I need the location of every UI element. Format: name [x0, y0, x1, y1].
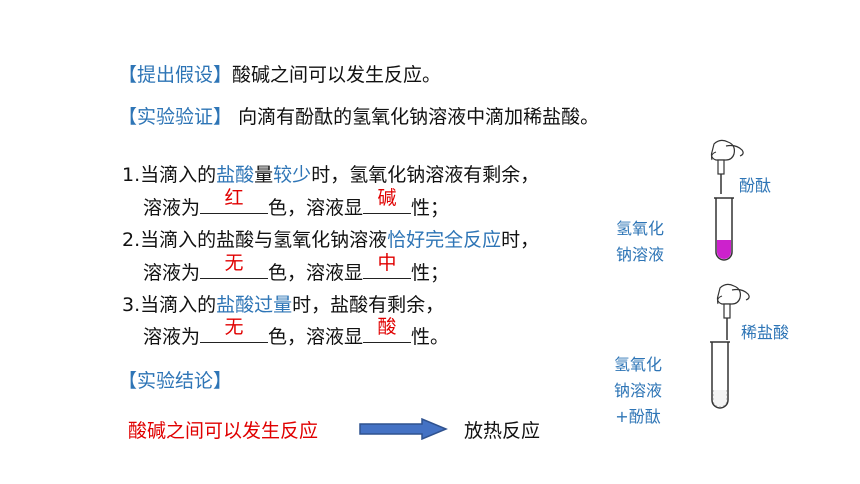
case1-solution-label: 溶液为 [143, 197, 201, 219]
case2-post: 性； [411, 262, 450, 284]
case1-line1: 1.当滴入的盐酸量较少时，氢氧化钠溶液有剩余， [122, 160, 539, 187]
case1-mid2: 色，溶液显 [268, 197, 364, 219]
case1-nature-blank: 碱 [363, 187, 412, 214]
case2-highlight: 恰好完全反应 [387, 229, 502, 251]
case3-color-blank: 无 [200, 316, 269, 343]
case2-solution-label: 溶液为 [143, 262, 201, 284]
hypothesis-text: 酸碱之间可以发生反应。 [232, 64, 442, 86]
verify-text: 向滴有酚酞的氢氧化钠溶液中滴加稀盐酸。 [238, 106, 600, 128]
case1-highlight-acid: 盐酸 [216, 164, 255, 186]
test-tube-bottom-icon [710, 341, 730, 409]
bottom-tube-label-line1: 氢氧化 [614, 355, 663, 374]
case1-line2: 溶液为 红 色，溶液显碱性； [143, 187, 450, 220]
case2-tail: 时， [501, 229, 540, 251]
case2-color-blank: 无 [200, 252, 269, 279]
case3-color-answer: 无 [224, 316, 244, 338]
case3-post: 性。 [411, 326, 450, 348]
case2-line1: 2.当滴入的盐酸与氢氧化钠溶液恰好完全反应时， [122, 225, 539, 252]
top-tube-label-line2: 钠溶液 [616, 245, 665, 264]
case3-nature-answer: 酸 [377, 316, 397, 338]
case2-nature-answer: 中 [377, 252, 397, 274]
case3-highlight: 盐酸过量 [216, 294, 293, 316]
bottom-tube-label-line2: 钠溶液 [614, 381, 663, 400]
conclusion-left: 酸碱之间可以发生反应 [128, 420, 319, 442]
bottom-tube-label: 氢氧化 钠溶液 +酚酞 [614, 352, 662, 430]
hypothesis-tag: 【提出假设】 [118, 64, 233, 86]
conclusion-right: 放热反应 [464, 420, 541, 442]
case1-prefix: 1.当滴入的 [122, 164, 217, 186]
case3-line2: 溶液为 无 色，溶液显酸性。 [143, 316, 450, 349]
verify-tag: 【实验验证】 [118, 106, 233, 128]
bottom-tube-label-line3: +酚酞 [615, 407, 661, 426]
case1-post: 性； [411, 197, 450, 219]
case3-solution-label: 溶液为 [143, 326, 201, 348]
case1-mid: 量 [254, 164, 274, 186]
case3-line1: 3.当滴入的盐酸过量时，盐酸有剩余， [122, 290, 444, 317]
case2-prefix: 2.当滴入的盐酸与氢氧化钠溶液 [122, 229, 388, 251]
case1-color-blank: 红 [200, 187, 269, 214]
top-tube-label-line1: 氢氧化 [616, 219, 665, 238]
arrow-right-icon [359, 418, 448, 440]
verify-line: 【实验验证】 向滴有酚酞的氢氧化钠溶液中滴加稀盐酸。 [118, 102, 599, 129]
case1-nature-answer: 碱 [377, 187, 397, 209]
dropper-hand-icon [710, 139, 744, 194]
case3-tail: 时，盐酸有剩余， [292, 294, 445, 316]
case1-tail: 时，氢氧化钠溶液有剩余， [311, 164, 540, 186]
case2-line2: 溶液为 无 色，溶液显中性； [143, 252, 450, 285]
case2-nature-blank: 中 [363, 252, 412, 279]
case2-mid2: 色，溶液显 [268, 262, 364, 284]
dilute-hcl-label: 稀盐酸 [741, 323, 790, 342]
top-tube-label: 氢氧化 钠溶液 [616, 216, 664, 268]
case1-highlight-less: 较少 [273, 164, 312, 186]
case3-prefix: 3.当滴入的 [122, 294, 217, 316]
case3-mid2: 色，溶液显 [268, 326, 364, 348]
conclusion-tag: 【实验结论】 [118, 370, 233, 392]
case3-nature-blank: 酸 [363, 316, 412, 343]
test-tube-top-icon [714, 197, 734, 261]
case2-color-answer: 无 [224, 252, 244, 274]
case1-color-answer: 红 [224, 187, 244, 209]
dropper-hand-2-icon [716, 283, 750, 340]
phenolphthalein-label: 酚酞 [739, 176, 772, 195]
hypothesis-line: 【提出假设】酸碱之间可以发生反应。 [118, 60, 441, 87]
